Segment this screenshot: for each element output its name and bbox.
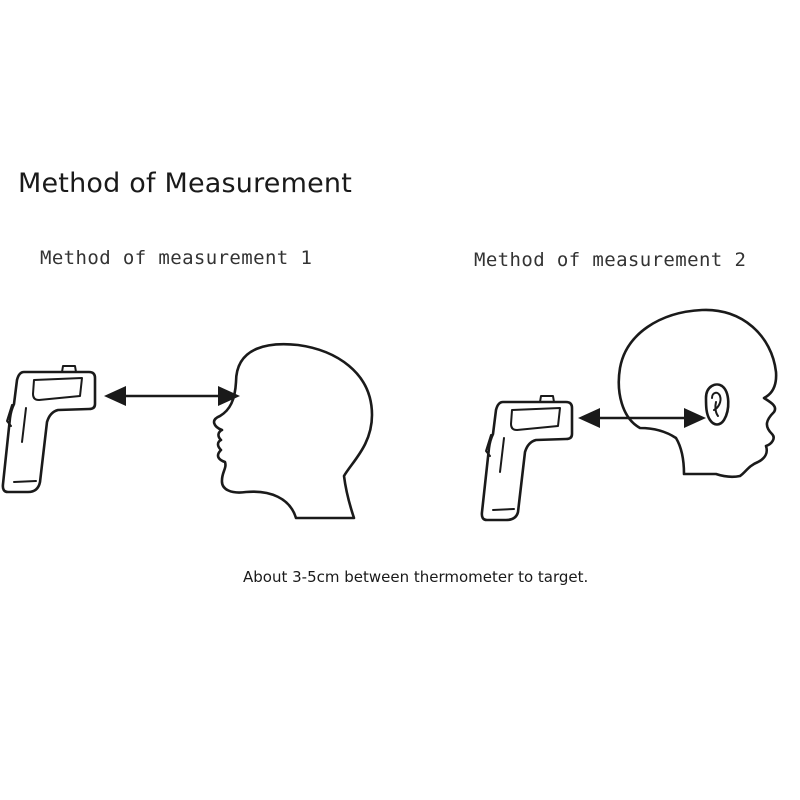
method-2-caption: Method of measurement 2 <box>474 249 747 271</box>
measurement-diagram <box>1 308 778 522</box>
distance-arrow-2 <box>578 408 706 428</box>
head-2-icon <box>617 308 778 479</box>
thermometer-2-icon <box>480 395 574 522</box>
head-1-icon <box>212 342 374 520</box>
distance-note: About 3-5cm between thermometer to targe… <box>243 568 589 586</box>
method-1-illustration <box>1 342 374 520</box>
method-2-illustration <box>480 308 778 522</box>
thermometer-1-icon <box>1 365 97 494</box>
method-1-caption: Method of measurement 1 <box>40 247 313 269</box>
ear-icon <box>704 383 730 426</box>
page-title: Method of Measurement <box>18 168 353 199</box>
distance-arrow-1 <box>104 386 240 406</box>
